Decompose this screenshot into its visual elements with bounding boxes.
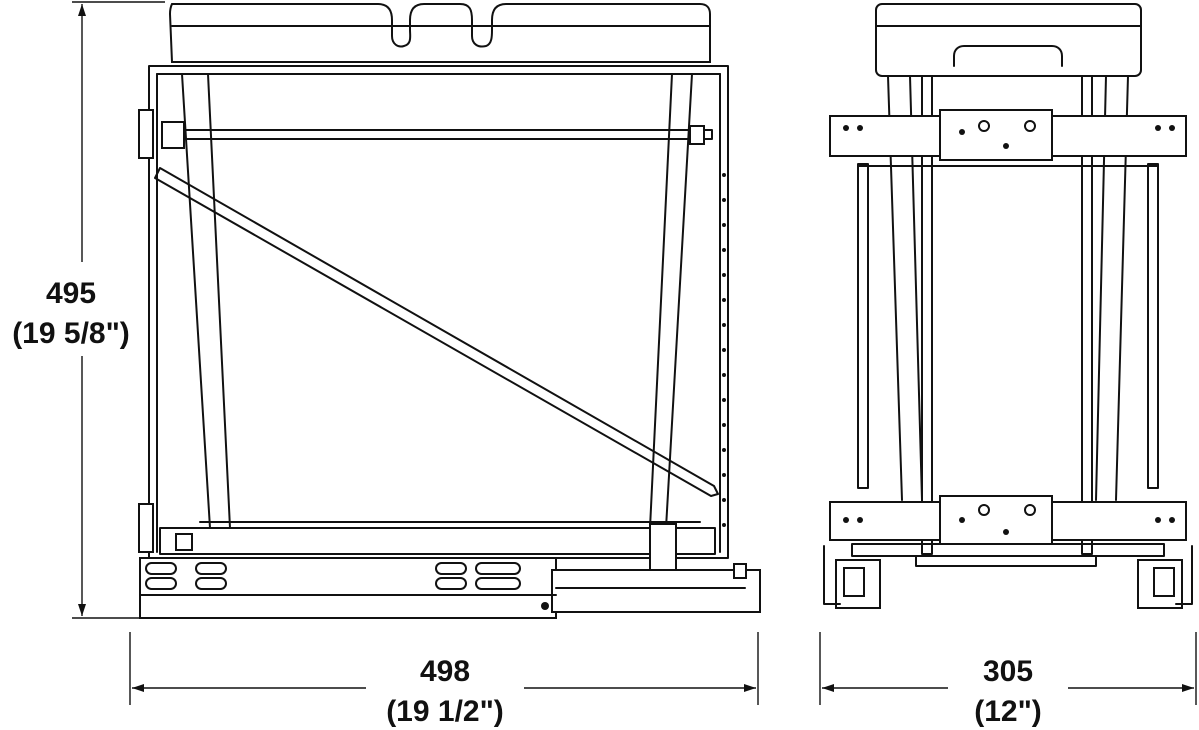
front-top-bracket-plate: [939, 109, 1053, 161]
front-lid-handle: [953, 45, 1063, 67]
side-horizontal-rod: [171, 129, 713, 140]
front-wire-right: [1147, 163, 1159, 489]
front-bin-lid: [875, 3, 1142, 77]
side-rail-slots: [145, 562, 521, 590]
front-runner-left-inner: [843, 567, 865, 597]
height-dimension: 495 (19 5/8"): [12, 1, 165, 619]
front-width-mm-label: 305: [983, 655, 1033, 688]
side-hinge-bottom: [138, 503, 154, 553]
side-rod-clip-right: [689, 125, 705, 145]
side-width-dimension: 498 (19 1/2"): [129, 632, 759, 728]
front-runner-right-inner: [1153, 567, 1175, 597]
side-slide-rail-rear: [551, 569, 761, 613]
front-bottom-bracket-plate: [939, 495, 1053, 545]
side-rear-bracket: [649, 523, 677, 577]
side-width-inch-label: (19 1/2"): [386, 695, 504, 728]
front-runner-left-flange: [823, 545, 841, 605]
front-bin-walls: [887, 75, 1129, 501]
front-base-channel: [915, 555, 1097, 567]
front-upright-left: [921, 75, 933, 555]
height-inch-label: (19 5/8"): [12, 317, 130, 350]
front-upright-right: [1081, 75, 1093, 555]
side-bin-walls: [181, 73, 693, 529]
side-hinge-top: [138, 109, 154, 159]
side-base-bar: [159, 527, 716, 555]
side-rod-clip-left: [161, 121, 185, 149]
front-runner-right-flange: [1175, 545, 1193, 605]
side-rail-end-stop: [733, 563, 747, 579]
side-diagonal-brace: [154, 167, 719, 497]
front-base-rail: [851, 543, 1165, 557]
front-width-inch-label: (12"): [974, 695, 1042, 728]
front-width-dimension: 305 (12"): [819, 632, 1197, 728]
side-bin-lid: [168, 3, 711, 63]
side-view: [138, 3, 761, 619]
front-wire-left: [857, 163, 869, 489]
side-front-bracket: [175, 533, 193, 551]
side-width-mm-label: 498: [420, 655, 470, 688]
height-mm-label: 495: [46, 277, 96, 310]
front-view: [823, 3, 1193, 609]
side-rail-screw: [541, 602, 549, 610]
side-adjust-holes: [722, 173, 726, 527]
